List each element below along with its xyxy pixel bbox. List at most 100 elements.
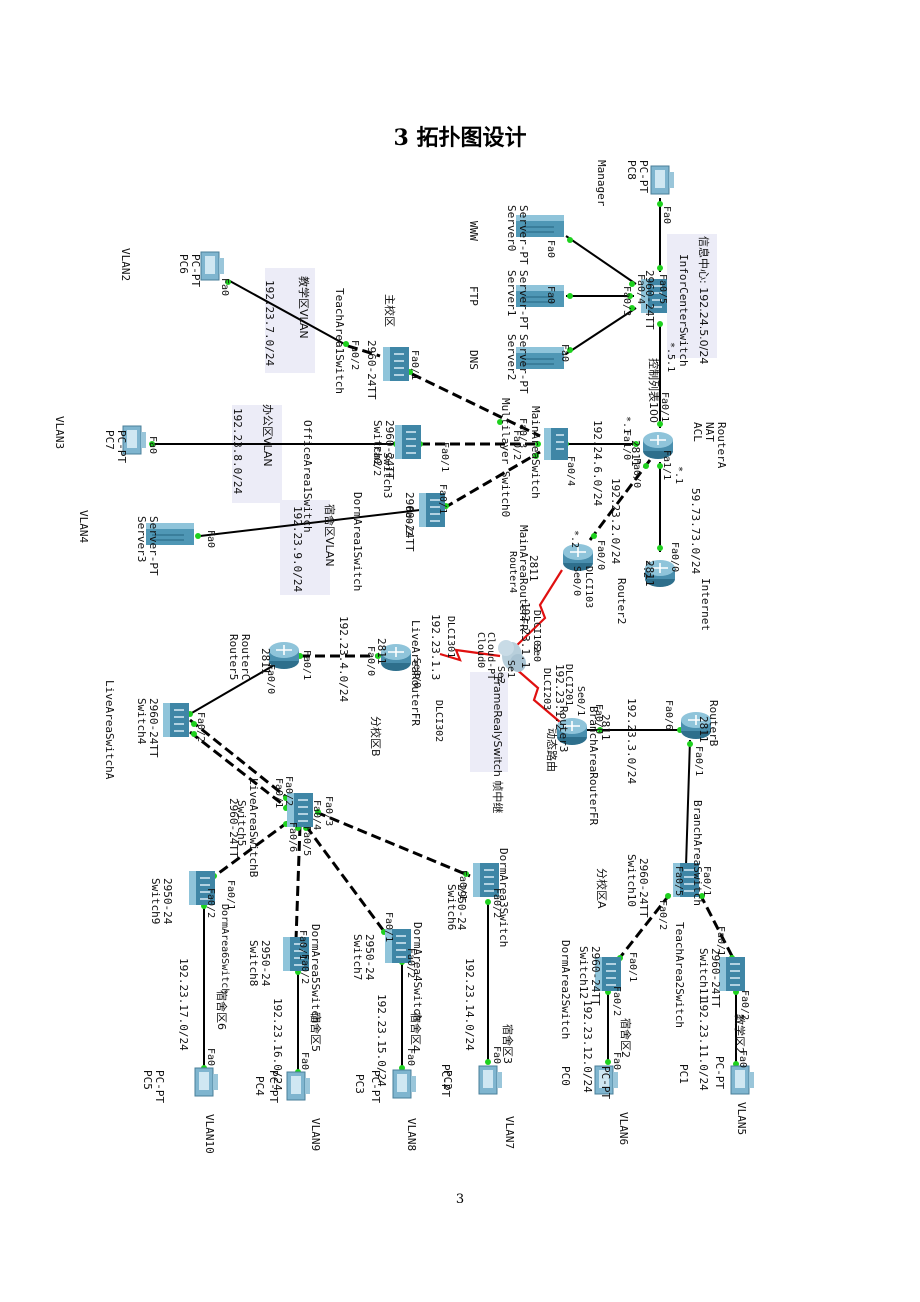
dorm6-zone-label: 宿舍区6: [215, 990, 229, 1030]
pc3-label: PC-PT: [369, 1070, 382, 1103]
frame-relay-zone-label: FrameRealySwitch 帧中继: [491, 676, 505, 813]
pc7-label: PC7: [103, 430, 116, 450]
net-label: 192.23.3.0/24: [625, 698, 638, 784]
vlan-label: VLAN3: [53, 416, 66, 449]
port-dot: [567, 293, 573, 299]
port-label: Fa0/2: [371, 446, 382, 476]
port-label: Fa0/2: [491, 888, 502, 918]
server2-label: Server2: [505, 334, 518, 380]
port-label: Fa0/2: [739, 990, 750, 1020]
teach-switch-label: TeachArea1Switch: [333, 288, 346, 394]
net-label: 192.23.15.0/24: [375, 994, 388, 1087]
switch8-label: DormArea5Switch: [309, 924, 322, 1023]
port-dot: [657, 265, 663, 271]
pc7-label: PC-PT: [115, 430, 128, 463]
port-label: *.1: [673, 466, 684, 484]
port-label: Fa0: [559, 344, 570, 362]
port-dot: [191, 721, 197, 727]
pc6-label: PC-PT: [189, 254, 202, 287]
port-label: Fa0: [147, 436, 158, 454]
vlan-label: VLAN4: [77, 510, 90, 543]
net-label: 192.23.7.0/24: [263, 280, 276, 366]
port-label: Fa0/5: [673, 866, 684, 896]
link-server3-dormswitch: [199, 509, 421, 537]
port-label: Fa0: [299, 1052, 310, 1070]
info-center-note-box: [667, 234, 717, 358]
switch12-label: 2960-24TT: [589, 946, 602, 1006]
link-routerb-switch10: [685, 739, 691, 867]
pc8-label: PC8: [625, 160, 638, 180]
port-label: Fa0/2: [657, 900, 668, 930]
switch4-label: 2960-24TT: [147, 698, 160, 758]
switch11-label: TeachArea2Switch: [673, 922, 686, 1028]
pc8-label: PC-PT: [637, 160, 650, 193]
pc5-label: PC5: [141, 1070, 154, 1090]
net-labels: 192.23.7.0/24 192.23.8.0/24 192.23.9.0/2…: [177, 280, 710, 1093]
switch9-label: DormArea6Switch: [219, 904, 230, 994]
port-label: *.2: [569, 530, 580, 548]
net-label: 192.23.9.0/24: [291, 506, 304, 592]
switch7-label: Switch7: [351, 934, 364, 980]
port-label: Fa0/1: [457, 870, 468, 900]
port-label: Fa1/1: [661, 450, 672, 480]
vlan-label: VLAN2: [119, 248, 132, 281]
main-fr-router-label: 2811: [527, 555, 540, 582]
branch-a-zone-label: 分校区A: [595, 868, 609, 909]
port-label: *.5.1: [665, 342, 676, 372]
zone-labels: 信息中心: 192.24.5.0/24 主校区 教学区VLAN 办公区VLAN …: [215, 236, 747, 1064]
router-a-label: NAT: [703, 422, 716, 442]
vlan-label: VLAN8: [405, 1118, 418, 1151]
pc4-label: PC-PT: [267, 1070, 280, 1103]
port-label: Fa0: [611, 1052, 622, 1070]
server1-label: Server1: [505, 270, 518, 316]
pc0-label: PC0: [559, 1066, 572, 1086]
pc1-label: PC1: [677, 1064, 690, 1084]
port-label: Fa0/2: [205, 888, 216, 918]
port-label: Fa0/0: [365, 646, 376, 676]
port-label: Fa0/0: [593, 704, 604, 734]
port-dot: [195, 533, 201, 539]
pc6-icon: [200, 251, 225, 281]
port-label: Fa0/2: [195, 712, 206, 742]
teach-note-box: [265, 268, 315, 373]
control-list-zone-label: 控制列表100: [647, 358, 661, 423]
server2-label: Server-PT: [517, 334, 530, 394]
switch10-label: BranchAreaSwitch: [691, 800, 704, 906]
port-label: Fa0: [737, 1050, 748, 1068]
switch6-label: Switch6: [445, 884, 458, 930]
pc5-label: PC-PT: [153, 1070, 166, 1103]
port-label: Se0/1: [575, 686, 586, 716]
port-dot: [463, 871, 469, 877]
link-switch10-switch11: [698, 893, 736, 961]
port-dot: [657, 321, 663, 327]
port-label: Se0/0: [571, 566, 582, 596]
dorm3-zone-label: 宿舍区3: [501, 1024, 515, 1064]
main-fr-router-label: Router4: [507, 551, 518, 593]
port-label: Fa0/0: [265, 664, 276, 694]
switch4-label: LiveAreaSwitchA: [103, 680, 116, 780]
net-label: 192.23.16.0/24: [271, 998, 284, 1091]
live-fr-router-label: LiveAreaRouterFR: [409, 620, 422, 726]
switch7-label: DormArea4Switch: [411, 922, 424, 1021]
switch12-label: Switch12: [577, 946, 590, 999]
pc1-icon: [730, 1065, 755, 1095]
router-c-label: Router5: [227, 634, 240, 680]
port-label: Fa0/4: [635, 274, 646, 304]
port-label: Fa0/0: [595, 540, 606, 570]
dorm5-zone-label: 宿舍区5: [309, 1012, 323, 1052]
link-livefr-cloud: [439, 648, 501, 662]
port-dot: [643, 463, 649, 469]
port-labels: Fa0 Fa0 Fa0 Fa0 Fa0/5 Fa0/4 Fa0/3 *.5.1 …: [147, 206, 750, 1070]
link-server0-infoswitch: [565, 235, 637, 285]
port-dot: [629, 305, 635, 311]
switch11-label: 2960-24TT: [709, 948, 722, 1008]
port-dot: [567, 237, 573, 243]
port-dot: [597, 727, 603, 733]
port-dot: [533, 453, 539, 459]
fr-note-box: [470, 672, 508, 772]
server3-label: Server3: [135, 516, 148, 562]
port-label: DLCI102: [531, 610, 542, 652]
port-label: Fa0/3: [517, 418, 528, 448]
server0-label: Server0: [505, 205, 518, 251]
device-labels: PC-PT PC8 Manager Server-PT Server0 WWW …: [103, 160, 728, 1103]
